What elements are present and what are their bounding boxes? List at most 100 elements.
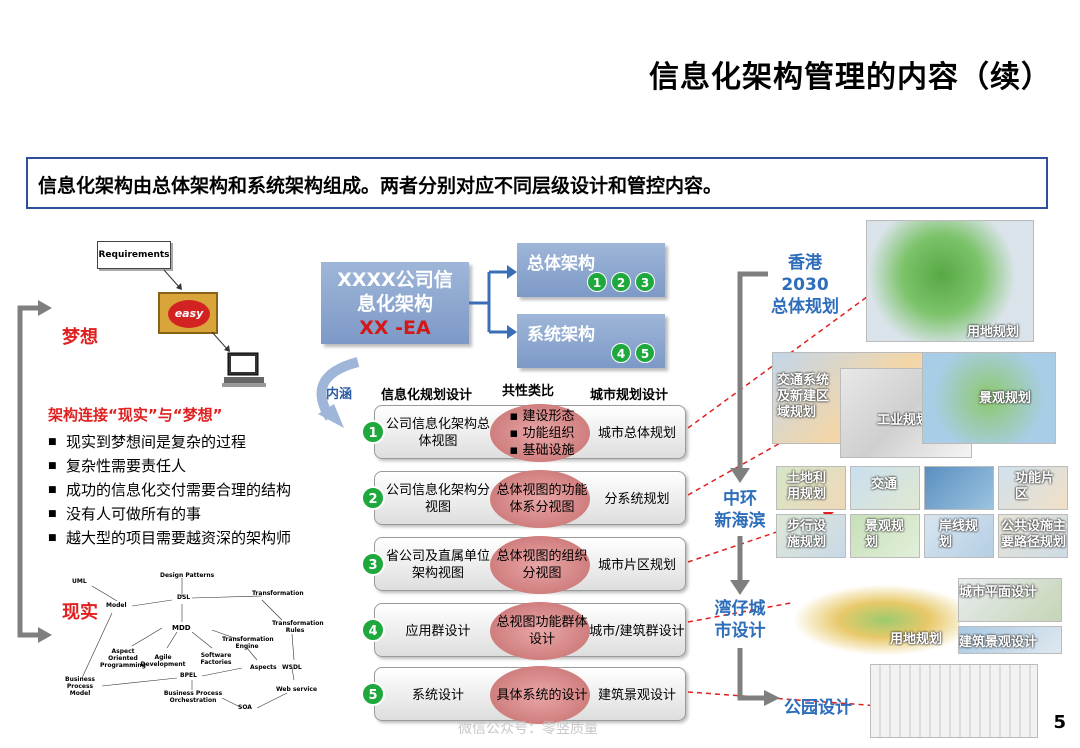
walk-map: 步行设施规划 [776, 514, 846, 558]
bullet-item: 成功的信息化交付需要合理的结构 [48, 478, 291, 502]
wanchai-map: 用地规划 [792, 584, 960, 656]
bullet-item: 现实到梦想间是复杂的过程 [48, 430, 291, 454]
mdd-diagram: UML Design Patterns Transformation Model… [62, 568, 324, 714]
row-number: 2 [361, 486, 385, 510]
bullet-item: 复杂性需要责任人 [48, 454, 291, 478]
comparison-row: 4 应用群设计 总视图功能群体设计 城市/建筑群设计 [374, 603, 686, 657]
map-label: 公共设施主要路径规划 [1001, 519, 1067, 551]
bullet-item: 没有人可做所有的事 [48, 502, 291, 526]
map-label: 土地利用规划 [787, 471, 837, 503]
comparison-row: 3 省公司及直属单位架构视图 总体视图的组织分视图 城市片区规划 [374, 537, 686, 591]
header-city-planning: 城市规划设计 [590, 384, 668, 403]
row-left: 公司信息化架构分视图 [385, 472, 491, 526]
watermark: 微信公众号：零竖质量 [458, 718, 598, 738]
map-label: 用地规划 [890, 628, 942, 647]
plane-map: 城市平面设计 [958, 578, 1062, 622]
row-left: 公司信息化架构总体视图 [385, 406, 491, 460]
row-mid: 总体视图的功能体系分视图 [495, 472, 589, 526]
map-label: 景观规划 [979, 387, 1031, 406]
bullet-item: 越大型的项目需要越资深的架构师 [48, 526, 291, 550]
header-it-planning: 信息化规划设计 [381, 384, 472, 403]
subtitle-text: 信息化架构由总体架构和系统架构组成。两者分别对应不同层级设计和管控内容。 [38, 175, 722, 197]
land-use-map: 土地利用规划 [776, 466, 846, 510]
central-label: 中环 新海滨 [705, 488, 775, 532]
row-right: 分系统规划 [589, 472, 685, 526]
view-map: 景观规划 [850, 514, 920, 558]
hk2030-label: 香港 2030 总体规划 [760, 252, 850, 318]
system-num: 5 [635, 343, 655, 363]
easy-label: easy [168, 300, 210, 328]
mdd-node: WSDL [282, 664, 302, 671]
row-number: 3 [361, 552, 385, 576]
map-label: 景观规划 [865, 519, 905, 551]
ea-line2: 息化架构 [321, 292, 469, 316]
row-mid: 总体视图的组织分视图 [495, 538, 589, 592]
row-left: 省公司及直属单位架构视图 [385, 538, 491, 592]
mdd-node: SOA [238, 704, 252, 711]
mdd-node: Web service [276, 686, 317, 693]
mdd-node: DSL [177, 594, 190, 601]
req-arrow [160, 268, 190, 294]
row-mid: ▪ 建设形态 ▪ 功能组织 ▪ 基础设施 [495, 406, 589, 460]
mdd-node: Transformation Engine [222, 636, 272, 650]
system-num: 4 [611, 343, 631, 363]
comparison-row: 1 公司信息化架构总体视图 ▪ 建设形态 ▪ 功能组织 ▪ 基础设施 城市总体规… [374, 405, 686, 459]
mdd-node: MDD [172, 624, 191, 632]
row-left: 系统设计 [385, 668, 491, 722]
map-label: 交通 [871, 473, 897, 492]
mdd-node: Transformation [252, 590, 304, 597]
public-map: 公共设施主要路径规划 [998, 514, 1068, 558]
header-common: 共性类比 [502, 380, 554, 399]
ea-line3: XX -EA [321, 316, 469, 340]
dream-label: 梦想 [62, 323, 98, 349]
mdd-node: Business Process Model [62, 676, 98, 697]
easy-button-image: easy [158, 292, 218, 334]
mdd-node: Business Process Orchestration [158, 690, 228, 704]
mdd-node: Software Factories [198, 652, 234, 666]
row-left: 应用群设计 [385, 604, 491, 658]
map-label: 功能片区 [1015, 471, 1055, 503]
map-label: 用地规划 [967, 321, 1019, 340]
page-number: 5 [1053, 712, 1066, 733]
shore-map: 岸线规划 [924, 514, 994, 558]
mdd-node: UML [72, 578, 87, 585]
page-title: 信息化架构管理的内容（续） [649, 52, 1052, 96]
system-architecture-box: 系统架构 45 [517, 314, 665, 368]
neihan-label: 内涵 [326, 383, 352, 402]
mdd-node: Agile Development [138, 654, 188, 668]
aerial-map [924, 466, 994, 510]
row-right: 城市总体规划 [589, 406, 685, 460]
map-label: 步行设施规划 [787, 519, 837, 551]
map-label: 交通系统及新建区域规划 [777, 373, 837, 421]
computer-icon [222, 352, 266, 388]
landscape-map: 景观规划 [922, 352, 1056, 444]
comparison-row: 2 公司信息化架构分视图 总体视图的功能体系分视图 分系统规划 [374, 471, 686, 525]
ea-box: XXXX公司信 息化架构 XX -EA [321, 262, 469, 344]
row-number: 4 [361, 618, 385, 642]
reality-label: 现实 [62, 598, 98, 624]
architecture-heading: 架构连接“现实”与“梦想” [48, 404, 222, 425]
row-mid: 具体系统的设计 [495, 668, 589, 722]
system-architecture-label: 系统架构 [527, 320, 655, 345]
subtitle-box: 信息化架构由总体架构和系统架构组成。两者分别对应不同层级设计和管控内容。 [26, 157, 1048, 209]
function-map: 功能片区 [998, 466, 1068, 510]
requirements-box: Requirements [97, 241, 171, 269]
landuse-map: 用地规划 [866, 220, 1034, 342]
ea-line1: XXXX公司信 [321, 268, 469, 292]
ea-branch-arrows [469, 262, 519, 342]
map-label: 岸线规划 [939, 519, 979, 551]
comparison-row: 5 系统设计 具体系统的设计 建筑景观设计 [374, 667, 686, 721]
mdd-node: Transformation Rules [272, 620, 318, 634]
arch-map: 建筑景观设计 [958, 626, 1062, 654]
overall-architecture-label: 总体架构 [527, 249, 655, 274]
mdd-node: BPEL [180, 672, 197, 679]
wanchai-label: 湾仔城 市设计 [705, 598, 775, 642]
overall-num: 3 [635, 272, 655, 292]
row-number: 5 [361, 682, 385, 706]
park-map [870, 664, 1038, 738]
row-right: 建筑景观设计 [589, 668, 685, 722]
transport-map: 交通 [850, 466, 920, 510]
bullet-list: 现实到梦想间是复杂的过程 复杂性需要责任人 成功的信息化交付需要合理的结构 没有… [48, 430, 291, 550]
row-right: 城市片区规划 [589, 538, 685, 592]
